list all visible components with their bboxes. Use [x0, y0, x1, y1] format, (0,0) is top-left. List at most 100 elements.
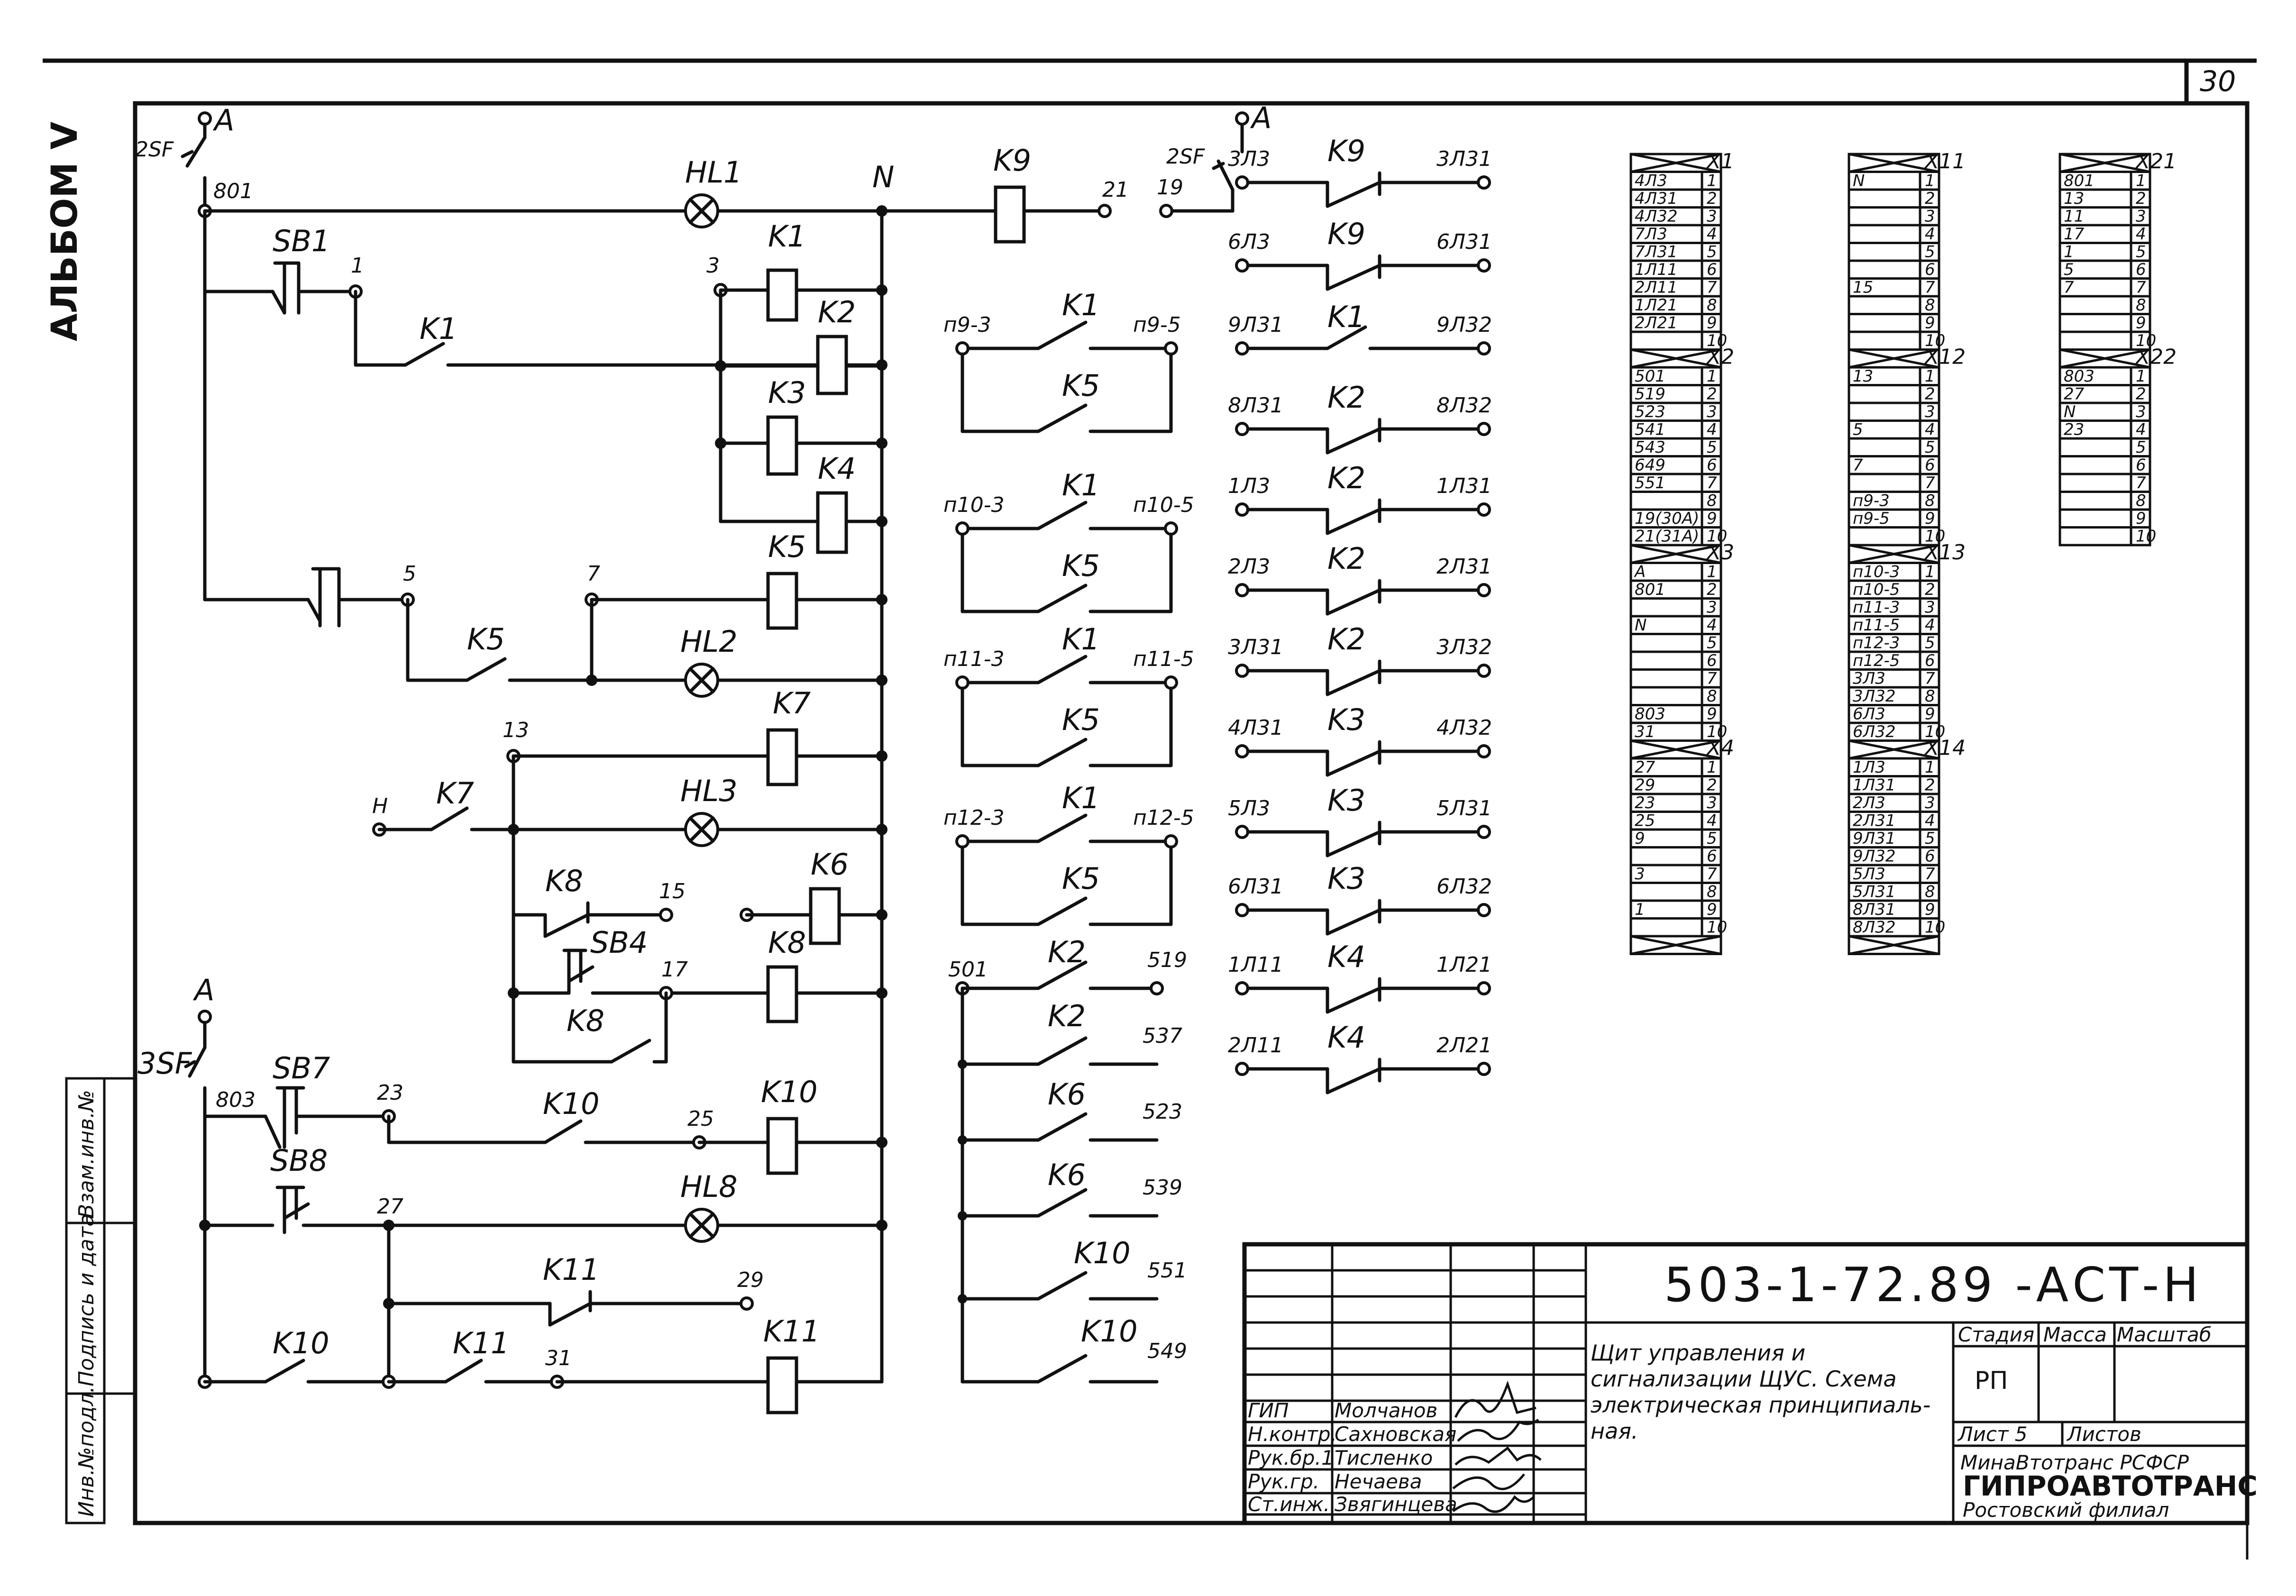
- label-k10-501b: K10: [1081, 1314, 1138, 1349]
- label-sb8: SB8: [270, 1143, 328, 1178]
- contact-right-label: 6Л32: [1436, 875, 1492, 899]
- contact-left-label: п12-3: [943, 806, 1005, 830]
- terminal-number: 4: [1707, 812, 1717, 830]
- terminal-wire: 1Л11: [1635, 260, 1677, 279]
- terminal-wire: 13: [2064, 189, 2084, 208]
- title-block: ГИП Н.контр. Рук.бр.1 Рук.гр. Ст.инж. Мо…: [1242, 1242, 2258, 1525]
- terminal-wire: 27: [2064, 385, 2085, 404]
- label-hl1: HL1: [685, 155, 742, 190]
- terminal-number: 4: [1925, 812, 1935, 830]
- terminal-number: 7: [1925, 474, 1935, 492]
- label-29: 29: [737, 1268, 764, 1292]
- terminal-wire: 25: [1635, 812, 1655, 830]
- label-5: 5: [403, 562, 416, 586]
- label-k11-nc: K11: [543, 1252, 600, 1287]
- terminal-number: 3: [2136, 402, 2146, 421]
- terminal-label: X11: [1924, 149, 1966, 173]
- terminal-wire: 4Л3: [1635, 172, 1667, 191]
- terminal-wire: 7Л31: [1635, 243, 1677, 262]
- label-k1-pair: K1: [1062, 288, 1100, 322]
- sheet-label: Лист 5: [1957, 1423, 2028, 1446]
- terminal-wire: п9-5: [1853, 509, 1890, 528]
- terminal-wire: 6Л32: [1853, 722, 1895, 741]
- terminal-number: 1: [2136, 367, 2146, 386]
- terminal-number: 3: [1707, 402, 1717, 421]
- contact-left-label: 1Л11: [1228, 953, 1283, 977]
- label-k2-coil: K2: [818, 295, 856, 329]
- sheets-label: Листов: [2066, 1423, 2141, 1446]
- terminal-wire: 803: [2064, 367, 2095, 386]
- contact-left-label: 3Л31: [1228, 635, 1283, 659]
- terminal-number: 3: [1707, 207, 1717, 226]
- contact-left-label: 4Л31: [1228, 716, 1283, 740]
- contact-right-label: 9Л32: [1436, 313, 1492, 337]
- contact-relay-label: K3: [1327, 783, 1365, 818]
- label-hl2: HL2: [680, 624, 738, 659]
- terminal-wire: 2Л21: [1635, 314, 1677, 333]
- terminal-number: 6: [1707, 847, 1717, 866]
- terminal-wire: 543: [1635, 438, 1665, 457]
- coil-k2: [816, 335, 848, 395]
- terminal-end-x14: [1848, 935, 1940, 955]
- terminal-wire: 17: [2064, 225, 2085, 244]
- role-stinzh: Ст.инж.: [1248, 1493, 1330, 1516]
- terminal-number: 10: [2136, 331, 2156, 350]
- terminal-wire: 13: [1853, 367, 1873, 386]
- contact-left-label: 9Л31: [1228, 313, 1283, 337]
- terminal-wire: 15: [1853, 278, 1873, 297]
- terminal-label: X14: [1924, 736, 1966, 760]
- terminal-wire: 29: [1635, 776, 1655, 795]
- label-803: 803: [216, 1088, 256, 1112]
- terminal-number: 7: [1925, 278, 1935, 297]
- terminal-wire: 23: [2064, 420, 2084, 439]
- terminal-number: 5: [1707, 829, 1717, 848]
- terminal-number: 6: [1707, 651, 1717, 670]
- terminal-wire: 4Л32: [1635, 207, 1677, 226]
- label-2sf-right: 2SF: [1166, 145, 1205, 169]
- terminal-number: 2: [1707, 385, 1717, 404]
- role-rukbr: Рук.бр.1: [1248, 1446, 1334, 1469]
- terminal-number: 3: [1925, 793, 1935, 812]
- terminal-wire: 3Л32: [1853, 687, 1895, 706]
- contact-relay-label: K9: [1327, 134, 1365, 168]
- terminal-wire: 2Л11: [1635, 278, 1677, 297]
- label-3: 3: [706, 254, 720, 278]
- terminal-wire: п12-3: [1853, 634, 1900, 653]
- terminal-wire: 9Л31: [1853, 829, 1895, 848]
- terminal-label: X2: [1706, 345, 1734, 369]
- terminal-wire: 8Л31: [1853, 900, 1895, 919]
- terminal-number: 1: [1925, 367, 1935, 386]
- label-k4-coil: K4: [818, 451, 856, 486]
- terminal-wire: 21(31А): [1635, 527, 1699, 546]
- terminal-wire: 6Л3: [1853, 705, 1885, 724]
- terminal-wire: 551: [1635, 474, 1665, 492]
- terminal-number: 6: [1707, 260, 1717, 279]
- terminal-number: 9: [1925, 509, 1935, 528]
- contact-right-label: 1Л21: [1436, 953, 1492, 977]
- terminal-number: 3: [1707, 793, 1717, 812]
- label-23: 23: [377, 1081, 403, 1105]
- terminal-number: 9: [1707, 509, 1717, 528]
- coil-k7: [766, 728, 798, 786]
- contact-relay-label: K3: [1327, 702, 1365, 737]
- terminal-wire: 9Л32: [1853, 847, 1895, 866]
- terminal-number: 6: [1925, 847, 1935, 866]
- terminal-wire: п9-3: [1853, 492, 1890, 511]
- contact-left-label: 2Л11: [1228, 1033, 1283, 1058]
- label-sb4: SB4: [590, 925, 648, 960]
- label-k10-contact-a: K10: [543, 1086, 600, 1121]
- contact-left-label: п10-3: [943, 493, 1005, 517]
- terminal-wire: 7: [2064, 278, 2074, 297]
- coil-k10: [766, 1117, 798, 1175]
- terminal-number: 1: [1707, 563, 1717, 582]
- breaker-2sf-right: 19 A 2SF: [1157, 100, 1271, 218]
- terminal-a-top: [198, 111, 212, 126]
- contact-left-label: 5Л3: [1228, 796, 1270, 821]
- contact-relay-label: K2: [1327, 622, 1365, 657]
